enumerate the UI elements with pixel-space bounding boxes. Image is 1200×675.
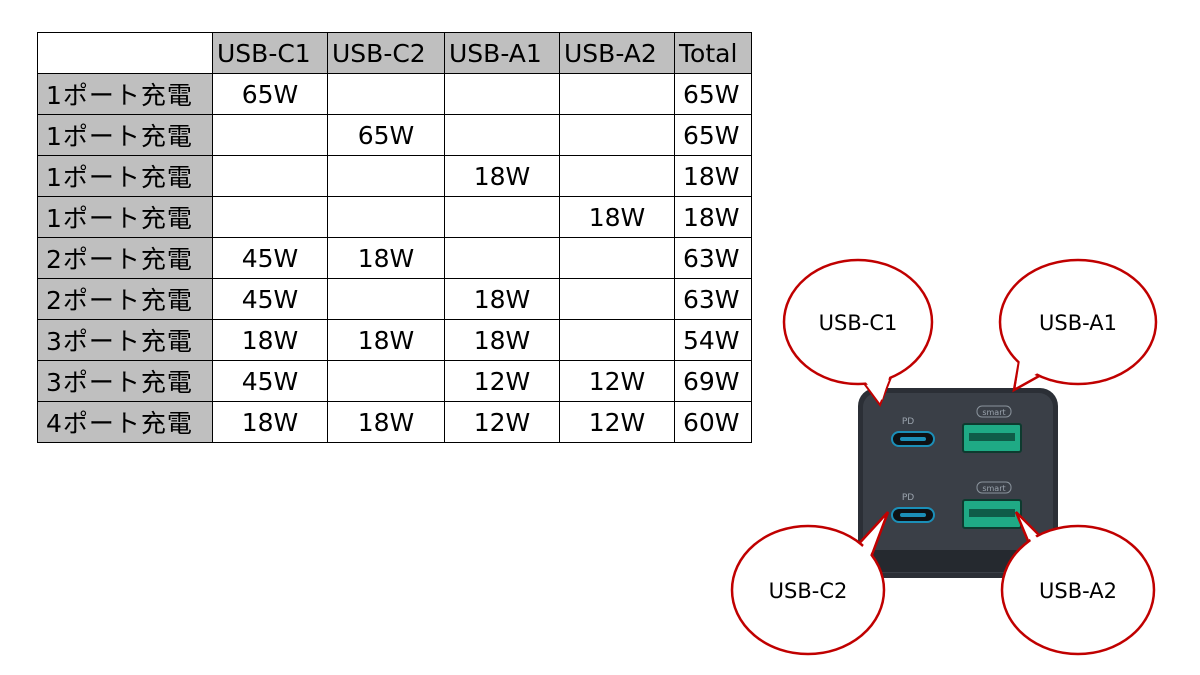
cell-usb-c1: 45W <box>212 278 328 320</box>
column-header-usb-a1: USB-A1 <box>444 32 560 74</box>
cell-total: 69W <box>674 360 752 402</box>
cell-usb-a2 <box>559 278 675 320</box>
table-row: 1ポート充電 65W 65W <box>37 73 752 115</box>
cell-usb-a1 <box>444 114 560 156</box>
cell-usb-a2: 12W <box>559 401 675 443</box>
cell-usb-a2 <box>559 114 675 156</box>
cell-total: 18W <box>674 155 752 197</box>
usb-c2-port: PD <box>891 493 935 523</box>
usb-a1-port: smart <box>962 405 1022 453</box>
cell-usb-a2: 18W <box>559 196 675 238</box>
cell-usb-c1: 45W <box>212 237 328 279</box>
power-output-table: USB-C1 USB-C2 USB-A1 USB-A2 Total 1ポート充電… <box>37 32 752 443</box>
table-row: 3ポート充電 18W 18W 18W 54W <box>37 319 752 361</box>
callout-usb-a2: USB-A2 <box>1000 511 1156 656</box>
callout-usb-a2-label: USB-A2 <box>1039 579 1117 603</box>
callout-usb-c2: USB-C2 <box>730 511 890 656</box>
cell-usb-a2 <box>559 237 675 279</box>
cell-total: 18W <box>674 196 752 238</box>
cell-usb-c1 <box>212 155 328 197</box>
cell-usb-c1: 18W <box>212 319 328 361</box>
column-header-usb-a2: USB-A2 <box>559 32 675 74</box>
column-header-total: Total <box>674 32 752 74</box>
cell-total: 63W <box>674 278 752 320</box>
table-row: 1ポート充電 65W 65W <box>37 114 752 156</box>
cell-usb-c1: 65W <box>212 73 328 115</box>
cell-usb-a2 <box>559 319 675 361</box>
cell-usb-a2: 12W <box>559 360 675 402</box>
row-label: 2ポート充電 <box>37 278 213 320</box>
row-label: 3ポート充電 <box>37 360 213 402</box>
cell-usb-c1 <box>212 196 328 238</box>
cell-usb-c2 <box>327 278 445 320</box>
charger-port-diagram: PD PD smart smart USB-C1 USB-A1 <box>730 258 1158 656</box>
cell-usb-a1 <box>444 73 560 115</box>
cell-total: 60W <box>674 401 752 443</box>
cell-usb-c2: 18W <box>327 237 445 279</box>
callout-usb-c2-label: USB-C2 <box>769 579 848 603</box>
cell-usb-a1: 12W <box>444 360 560 402</box>
table-row: 2ポート充電 45W 18W 63W <box>37 278 752 320</box>
row-label: 1ポート充電 <box>37 73 213 115</box>
row-label: 1ポート充電 <box>37 114 213 156</box>
row-label: 1ポート充電 <box>37 196 213 238</box>
cell-usb-c2 <box>327 196 445 238</box>
cell-usb-a1: 12W <box>444 401 560 443</box>
cell-total: 65W <box>674 114 752 156</box>
callout-usb-a1: USB-A1 <box>998 258 1158 393</box>
cell-total: 63W <box>674 237 752 279</box>
row-label: 3ポート充電 <box>37 319 213 361</box>
cell-usb-c2: 18W <box>327 319 445 361</box>
cell-usb-c2: 18W <box>327 401 445 443</box>
callout-usb-c1: USB-C1 <box>782 258 934 408</box>
cell-usb-c2: 65W <box>327 114 445 156</box>
cell-usb-a1: 18W <box>444 155 560 197</box>
cell-usb-c2 <box>327 155 445 197</box>
cell-usb-a2 <box>559 155 675 197</box>
table-row: 1ポート充電 18W 18W <box>37 196 752 238</box>
callout-usb-c1-label: USB-C1 <box>819 311 898 335</box>
pd-label-top: PD <box>902 417 914 427</box>
usb-c1-port: PD <box>891 417 935 447</box>
smart-label-top: smart <box>982 408 1005 417</box>
cell-usb-a1: 18W <box>444 278 560 320</box>
table-row: 4ポート充電 18W 18W 12W 12W 60W <box>37 401 752 443</box>
table-row: 2ポート充電 45W 18W 63W <box>37 237 752 279</box>
cell-usb-c1 <box>212 114 328 156</box>
cell-usb-a1: 18W <box>444 319 560 361</box>
cell-usb-a1 <box>444 196 560 238</box>
column-header-usb-c2: USB-C2 <box>327 32 445 74</box>
table-row: 3ポート充電 45W 12W 12W 69W <box>37 360 752 402</box>
cell-usb-c1: 18W <box>212 401 328 443</box>
pd-label-bottom: PD <box>902 493 914 503</box>
cell-usb-c2 <box>327 73 445 115</box>
usb-a2-port: smart <box>962 481 1022 529</box>
cell-total: 65W <box>674 73 752 115</box>
row-label: 2ポート充電 <box>37 237 213 279</box>
cell-usb-c2 <box>327 360 445 402</box>
cell-usb-a1 <box>444 237 560 279</box>
row-label: 4ポート充電 <box>37 401 213 443</box>
row-label: 1ポート充電 <box>37 155 213 197</box>
table-row: 1ポート充電 18W 18W <box>37 155 752 197</box>
callout-usb-a1-label: USB-A1 <box>1039 311 1117 335</box>
column-header-usb-c1: USB-C1 <box>212 32 328 74</box>
smart-label-bottom: smart <box>982 484 1005 493</box>
cell-usb-a2 <box>559 73 675 115</box>
table-header-row: USB-C1 USB-C2 USB-A1 USB-A2 Total <box>37 32 752 74</box>
cell-usb-c1: 45W <box>212 360 328 402</box>
table-corner-cell <box>37 32 213 74</box>
